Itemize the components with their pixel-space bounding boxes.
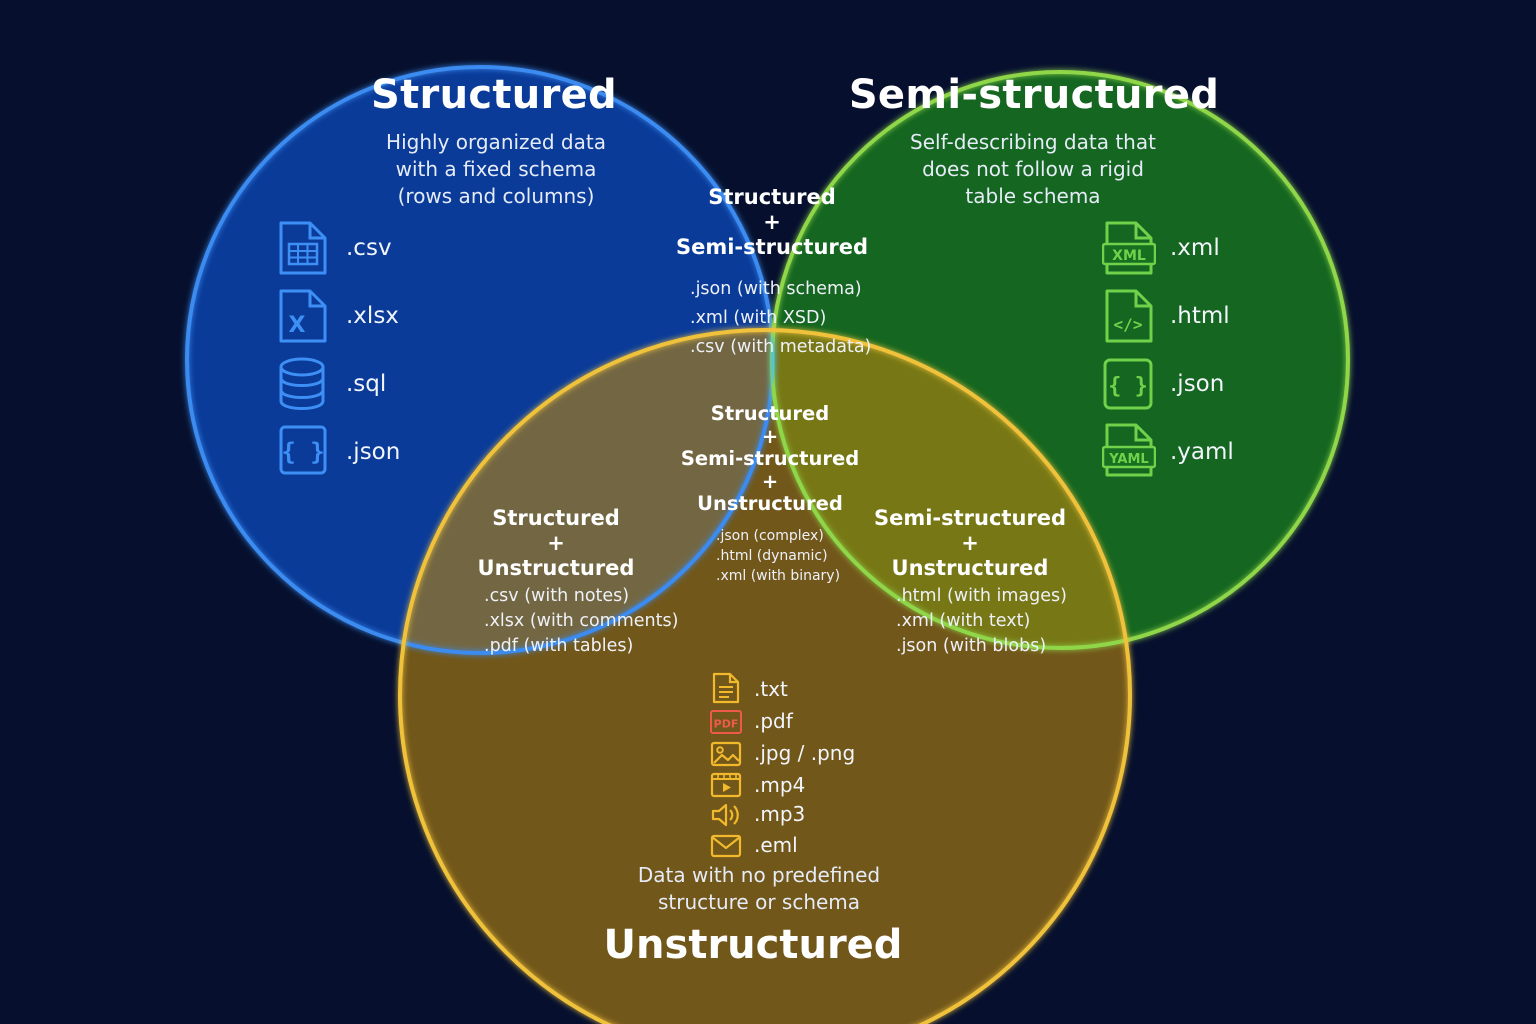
structured-unstructured-heading: Structured + Unstructured <box>477 506 635 580</box>
semi-unstructured-heading: Semi-structured + Unstructured <box>873 506 1067 580</box>
list-item: .xml (with binary) <box>716 568 841 584</box>
structured-file-label: .sql <box>346 371 387 397</box>
svg-text:X: X <box>289 313 306 338</box>
list-item: .pdf (with tables) <box>484 636 634 656</box>
spreadsheet-file-icon <box>279 221 327 275</box>
semi-file-label: .json <box>1170 371 1225 397</box>
unstructured-file-label: .mp3 <box>754 802 806 826</box>
semi-unstructured-items: .html (with images) .xml (with text) .js… <box>896 584 1067 659</box>
unstructured-file-label: .eml <box>754 833 798 857</box>
list-item: .json (complex) <box>716 528 824 544</box>
semi-file-label: .yaml <box>1170 439 1234 465</box>
list-item: .json (with schema) <box>690 279 862 299</box>
unstructured-description: Data with no predefined structure or sch… <box>637 863 881 914</box>
video-icon <box>710 772 742 798</box>
svg-text:</>: </> <box>1114 315 1143 334</box>
all-three-heading: Structured + Semi-structured + Unstructu… <box>680 402 860 515</box>
structured-file-label: .csv <box>346 235 392 261</box>
structured-unstructured-items: .csv (with notes) .xlsx (with comments) … <box>484 584 678 659</box>
svg-text:YAML: YAML <box>1108 452 1148 467</box>
list-item: .json (with blobs) <box>896 636 1047 656</box>
unstructured-file-label: .pdf <box>754 709 793 733</box>
structured-description: Highly organized data with a fixed schem… <box>386 130 606 208</box>
image-icon <box>710 741 742 767</box>
pdf-file-icon: PDF <box>710 710 742 734</box>
svg-text:XML: XML <box>1112 248 1146 264</box>
text-document-icon <box>712 672 740 704</box>
list-item: .html (dynamic) <box>716 548 828 564</box>
structured-semi-items: .json (with schema) .xml (with XSD) .csv… <box>690 275 871 362</box>
semi-structured-title: Semi-structured <box>848 72 1220 118</box>
unstructured-circle <box>400 330 1130 1024</box>
semi-file-label: .html <box>1170 303 1230 329</box>
json-braces-icon: { } <box>279 425 327 475</box>
yaml-file-icon: YAML <box>1102 423 1156 477</box>
html-code-file-icon: </> <box>1105 289 1153 343</box>
svg-text:{ }: { } <box>1108 374 1148 399</box>
unstructured-file-label: .mp4 <box>754 773 806 797</box>
structured-semi-heading: Structured + Semi-structured <box>675 185 869 259</box>
email-envelope-icon <box>710 834 742 858</box>
list-item: .xml (with text) <box>896 611 1031 631</box>
semi-file-label: .xml <box>1170 235 1220 261</box>
list-item: .html (with images) <box>896 586 1067 606</box>
xml-file-icon: XML <box>1102 221 1156 275</box>
list-item: .csv (with notes) <box>484 586 630 606</box>
svg-text:PDF: PDF <box>714 718 739 731</box>
structured-file-label: .json <box>346 439 401 465</box>
svg-text:{ }: { } <box>281 438 324 466</box>
list-item: .xml (with XSD) <box>690 308 827 328</box>
semi-structured-description: Self-describing data that does not follo… <box>910 130 1156 208</box>
structured-file-label: .xlsx <box>346 303 399 329</box>
all-three-items: .json (complex) .html (dynamic) .xml (wi… <box>716 526 840 586</box>
list-item: .xlsx (with comments) <box>484 611 679 631</box>
audio-speaker-icon <box>711 803 739 827</box>
json-braces-icon: { } <box>1103 358 1153 410</box>
unstructured-file-label: .jpg / .png <box>754 741 856 765</box>
list-item: .csv (with metadata) <box>690 337 872 357</box>
database-icon <box>279 357 325 410</box>
unstructured-title: Unstructured <box>603 922 903 968</box>
unstructured-file-label: .txt <box>754 677 788 701</box>
structured-title: Structured <box>371 72 617 118</box>
excel-file-icon: X <box>279 289 327 343</box>
